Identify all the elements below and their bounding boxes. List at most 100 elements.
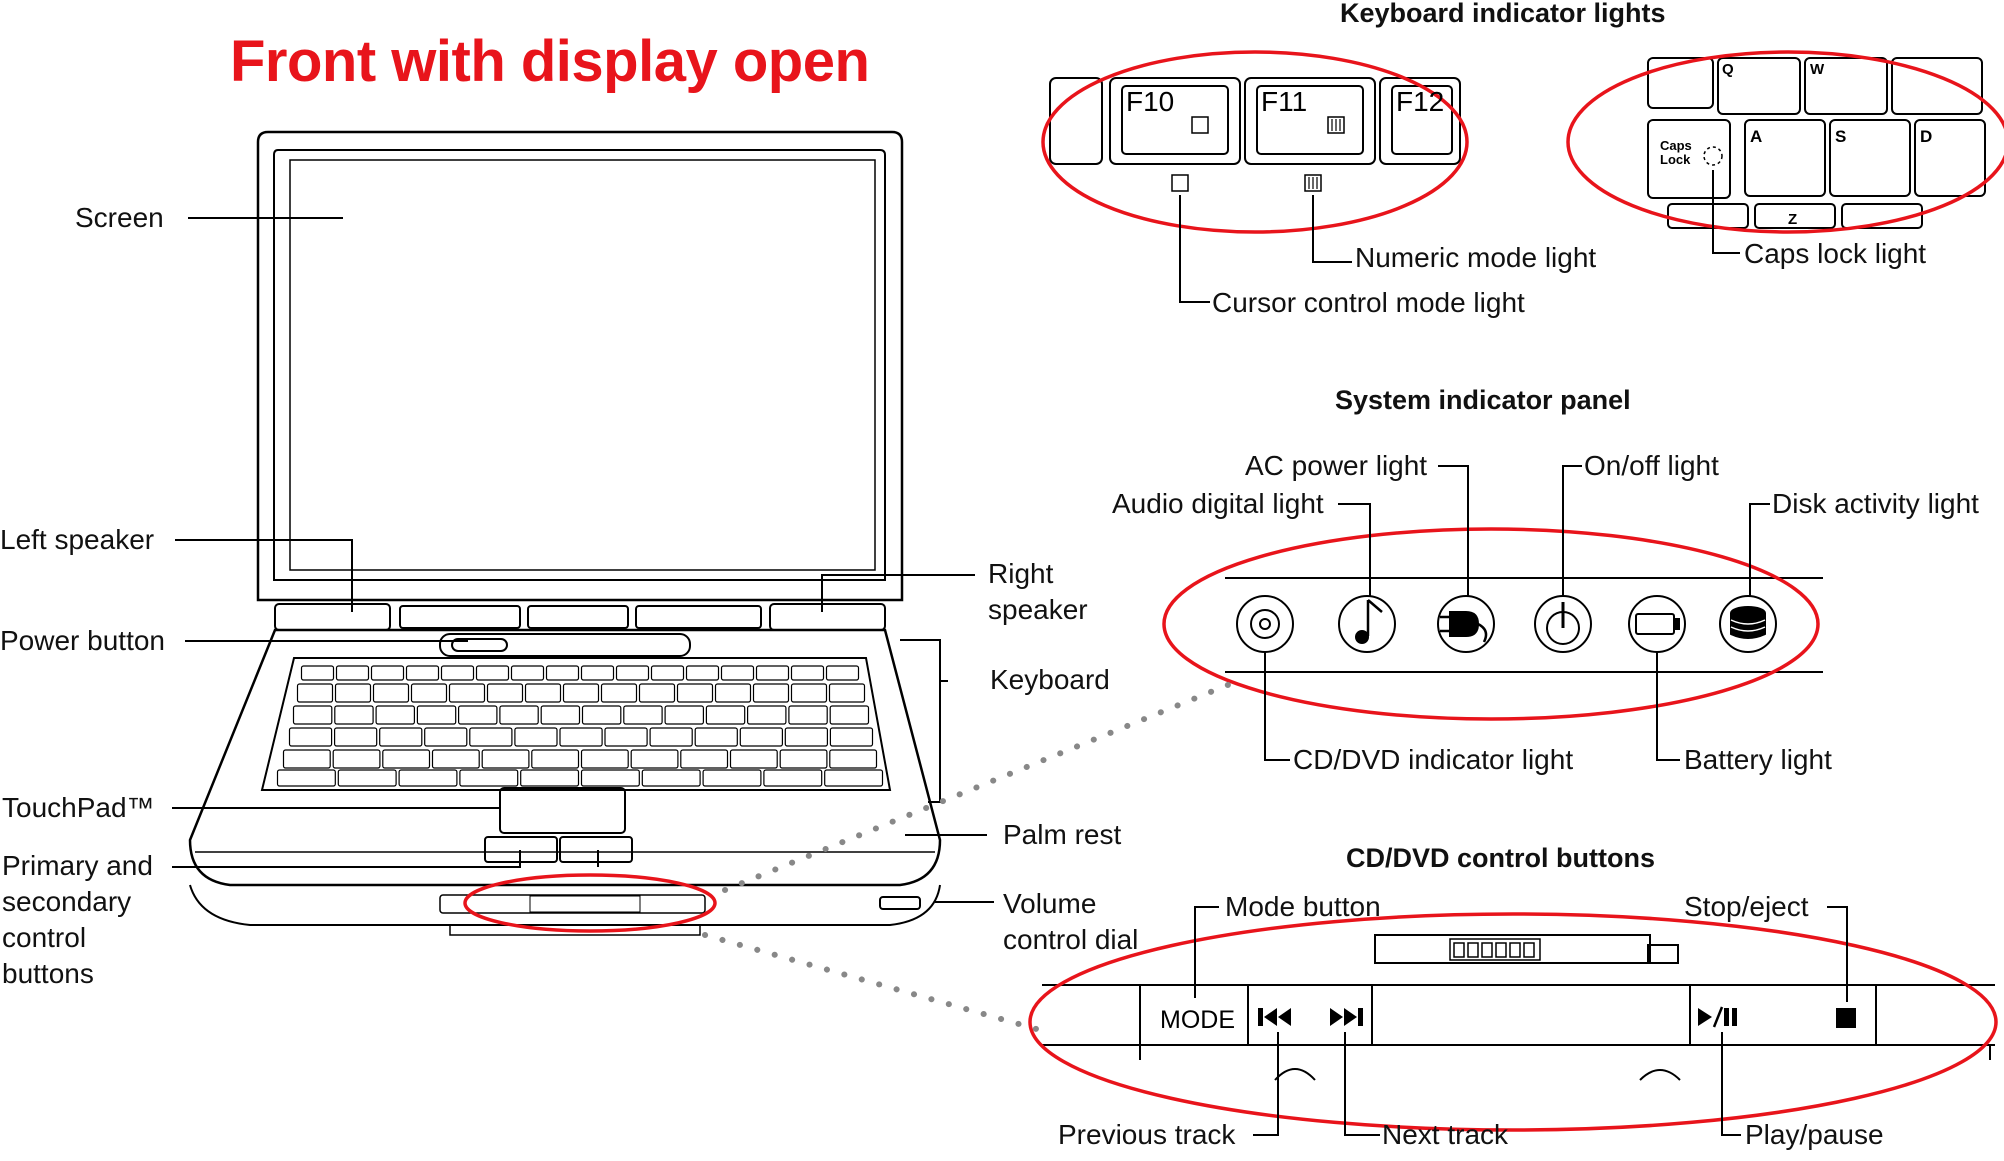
numeric-mode-icon-key	[1327, 116, 1345, 134]
label-disk-activity-light: Disk activity light	[1772, 488, 1979, 519]
laptop-key	[694, 727, 738, 747]
laptop-key	[334, 727, 378, 747]
vent-slot	[1495, 942, 1507, 958]
laptop-key	[604, 727, 648, 747]
label-volume-2: control dial	[1003, 924, 1139, 955]
laptop-key	[448, 683, 486, 703]
power-button[interactable]	[451, 638, 508, 652]
cd-dvd-control-buttons-heading: CD/DVD control buttons	[1346, 843, 1655, 873]
laptop-key	[334, 683, 372, 703]
label-next-track: Next track	[1382, 1119, 1509, 1150]
laptop-key	[829, 749, 878, 769]
key-f10[interactable]	[1109, 77, 1241, 165]
laptop-key	[510, 665, 545, 681]
key-a-label: A	[1750, 127, 1762, 146]
laptop-key	[752, 683, 790, 703]
laptop-key	[638, 683, 676, 703]
laptop-key	[520, 769, 580, 787]
laptop-key	[676, 683, 714, 703]
laptop-key	[705, 705, 746, 725]
label-volume-1: Volume	[1003, 888, 1097, 919]
laptop-key	[416, 705, 457, 725]
label-stop-eject: Stop/eject	[1684, 891, 1809, 922]
laptop-key	[829, 727, 874, 747]
laptop-key	[282, 749, 331, 769]
key-s-label: S	[1835, 127, 1846, 146]
label-primary-secondary-1: Primary and	[2, 850, 153, 881]
key-q-label: Q	[1722, 61, 1734, 78]
laptop-key	[779, 749, 828, 769]
keyboard[interactable]	[276, 665, 884, 787]
laptop-key	[334, 705, 374, 725]
laptop-key	[562, 683, 600, 703]
laptop-key	[459, 769, 519, 787]
key-d-label: D	[1920, 127, 1932, 146]
key-f11[interactable]	[1244, 77, 1376, 165]
key-f12-label: F12	[1396, 86, 1444, 117]
laptop-key	[788, 705, 828, 725]
label-battery-light: Battery light	[1684, 744, 1832, 775]
laptop-key	[372, 683, 410, 703]
secondary-control-button[interactable]	[559, 836, 633, 863]
laptop-key	[580, 665, 615, 681]
caps-key-line1: Caps	[1660, 138, 1692, 153]
laptop-key	[615, 665, 650, 681]
laptop-key	[431, 749, 480, 769]
previous-track-icon[interactable]	[1258, 1008, 1291, 1026]
laptop-key	[424, 727, 468, 747]
laptop-key	[825, 665, 860, 681]
label-screen: Screen	[75, 202, 164, 233]
label-keyboard: Keyboard	[990, 664, 1110, 695]
label-caps-lock-light: Caps lock light	[1744, 238, 1927, 269]
touchpad[interactable]	[499, 787, 626, 834]
laptop-key	[720, 665, 755, 681]
label-primary-secondary-4: buttons	[2, 958, 94, 989]
laptop-key	[739, 727, 783, 747]
laptop-key	[824, 769, 884, 787]
key-z-label: Z	[1788, 211, 1797, 228]
label-mode-button: Mode button	[1225, 891, 1381, 922]
laptop-key	[514, 727, 558, 747]
keyboard-indicator-lights-heading: Keyboard indicator lights	[1340, 0, 1666, 28]
key-f11-label: F11	[1261, 86, 1307, 117]
numeric-mode-light	[1304, 174, 1322, 192]
laptop-key	[581, 705, 622, 725]
laptop-key	[600, 683, 638, 703]
label-power-button: Power button	[0, 625, 165, 656]
laptop-key	[630, 749, 679, 769]
mode-key-text: MODE	[1160, 1006, 1235, 1034]
volume-control-dial[interactable]	[879, 896, 921, 910]
laptop-key	[335, 665, 370, 681]
label-audio-digital-light: Audio digital light	[1112, 488, 1324, 519]
laptop-key	[702, 769, 762, 787]
laptop-key	[524, 683, 562, 703]
laptop-key	[680, 749, 729, 769]
key-f10-label: F10	[1126, 86, 1174, 117]
laptop-illustration	[188, 130, 942, 936]
vent-slot	[1453, 942, 1465, 958]
laptop-key	[370, 665, 405, 681]
label-right-speaker-2: speaker	[988, 594, 1088, 625]
page-title: Front with display open	[230, 29, 870, 94]
laptop-key	[531, 749, 580, 769]
laptop-key	[300, 665, 335, 681]
laptop-key	[499, 705, 539, 725]
play-pause-icon[interactable]	[1698, 1006, 1737, 1028]
laptop-key	[398, 769, 458, 787]
next-track-icon[interactable]	[1330, 1008, 1363, 1026]
audio-note-icon	[1338, 595, 1396, 653]
laptop-key	[729, 749, 778, 769]
stop-icon[interactable]	[1836, 1008, 1856, 1028]
caps-lock-key[interactable]	[1647, 119, 1731, 199]
laptop-key	[650, 665, 685, 681]
label-primary-secondary-2: secondary	[2, 886, 132, 917]
laptop-key	[296, 683, 334, 703]
label-on-off-light: On/off light	[1584, 450, 1719, 481]
laptop-key	[828, 683, 866, 703]
caps-lock-callout	[1647, 57, 1986, 229]
vent-slot	[1523, 942, 1535, 958]
key-w-label: W	[1810, 61, 1825, 78]
ac-plug-icon	[1437, 595, 1495, 653]
laptop-key	[276, 769, 336, 787]
